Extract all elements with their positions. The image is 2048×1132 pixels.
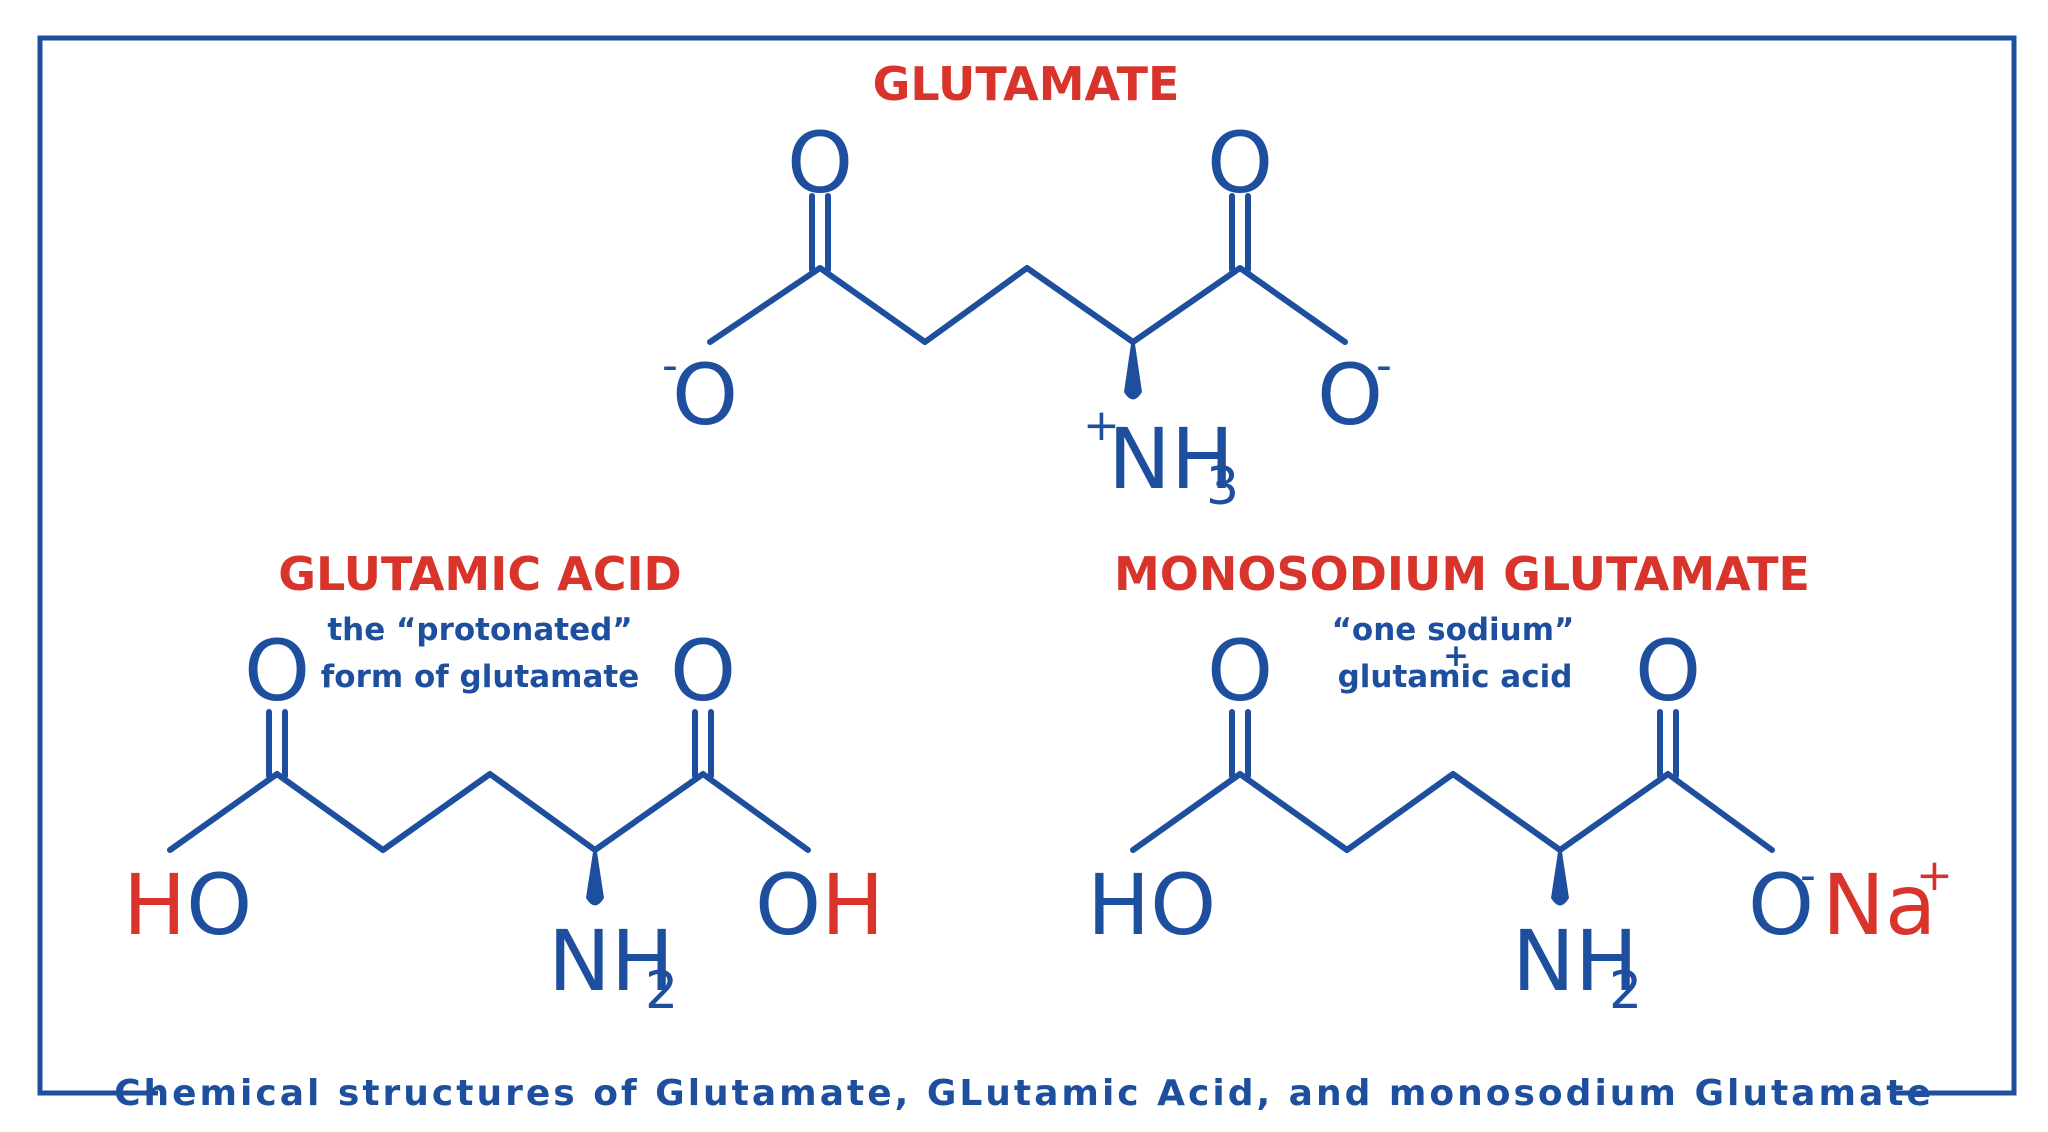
msg-o-top-left: O <box>1207 622 1273 720</box>
glutamate-o-right-charge: - <box>1376 340 1392 391</box>
msg-note-line1: “one sodium” <box>1332 612 1575 648</box>
caption-background <box>158 1070 1890 1118</box>
msg-note-line2: glutamic acid <box>1338 659 1573 695</box>
msg-title: MONOSODIUM GLUTAMATE <box>1114 547 1810 601</box>
glutamic-acid-amine-subscript: 2 <box>645 961 678 1021</box>
glutamic-acid-amine-wedge <box>586 852 604 906</box>
glutamic-acid-o-top-right: O <box>670 622 736 720</box>
glutamate-structure: GLUTAMATE O O - O O - + NH 3 <box>662 57 1392 517</box>
msg-carbonyl-left <box>1229 709 1251 779</box>
glutamate-o-bottom-left: O <box>672 346 738 444</box>
msg-carbonyl-right <box>1657 709 1679 779</box>
glutamate-carbonyl-left <box>809 193 831 273</box>
glutamic-acid-carbonyl-left <box>266 709 288 779</box>
msg-amine-wedge <box>1551 852 1569 906</box>
msg-amine-subscript: 2 <box>1609 961 1642 1021</box>
glutamic-acid-amine: NH <box>548 912 674 1010</box>
glutamic-acid-oh-o: O <box>755 856 821 954</box>
glutamic-acid-ho-o: O <box>186 856 252 954</box>
glutamate-carbonyl-right <box>1229 193 1251 273</box>
frame-border <box>37 35 2017 1096</box>
figure-caption: Chemical structures of Glutamate, GLutam… <box>114 1073 1934 1114</box>
msg-o-salt-charge: - <box>1800 850 1816 901</box>
glutamic-acid-backbone <box>167 771 811 853</box>
glutamate-o-top-left: O <box>787 114 853 212</box>
msg-structure: MONOSODIUM GLUTAMATE “one sodium” + glut… <box>1087 547 1953 1021</box>
msg-sodium: Na <box>1822 856 1936 954</box>
msg-backbone <box>1130 771 1775 853</box>
glutamate-amine-subscript: 3 <box>1206 457 1239 517</box>
glutamic-acid-structure: GLUTAMIC ACID the “protonated” form of g… <box>123 547 884 1021</box>
glutamic-acid-hydroxyl-left: HO <box>123 856 252 954</box>
glutamate-title: GLUTAMATE <box>873 57 1180 111</box>
msg-note-plus: + <box>1443 638 1469 674</box>
glutamate-amine-charge: + <box>1083 400 1120 451</box>
glutamate-o-top-right: O <box>1207 114 1273 212</box>
msg-o-salt: O <box>1748 856 1814 954</box>
glutamate-o-left-charge: - <box>662 340 678 391</box>
msg-o-top-right: O <box>1635 622 1701 720</box>
glutamic-acid-carbonyl-right <box>692 709 714 779</box>
glutamic-acid-ho-h: H <box>123 856 186 954</box>
glutamic-acid-title: GLUTAMIC ACID <box>278 547 682 601</box>
glutamic-acid-oh-h: H <box>821 856 884 954</box>
glutamic-acid-o-top-left: O <box>244 622 310 720</box>
glutamate-backbone <box>707 265 1348 345</box>
glutamic-acid-note-line1: the “protonated” <box>327 612 632 648</box>
glutamate-amine-wedge <box>1124 344 1142 400</box>
glutamate-amine: NH <box>1108 410 1234 508</box>
msg-hydroxyl: HO <box>1087 856 1216 954</box>
msg-amine: NH <box>1512 912 1638 1010</box>
glutamic-acid-note-line2: form of glutamate <box>321 659 639 695</box>
glutamic-acid-hydroxyl-right: OH <box>755 856 884 954</box>
glutamate-o-bottom-right: O <box>1317 346 1383 444</box>
msg-sodium-charge: + <box>1916 850 1953 901</box>
